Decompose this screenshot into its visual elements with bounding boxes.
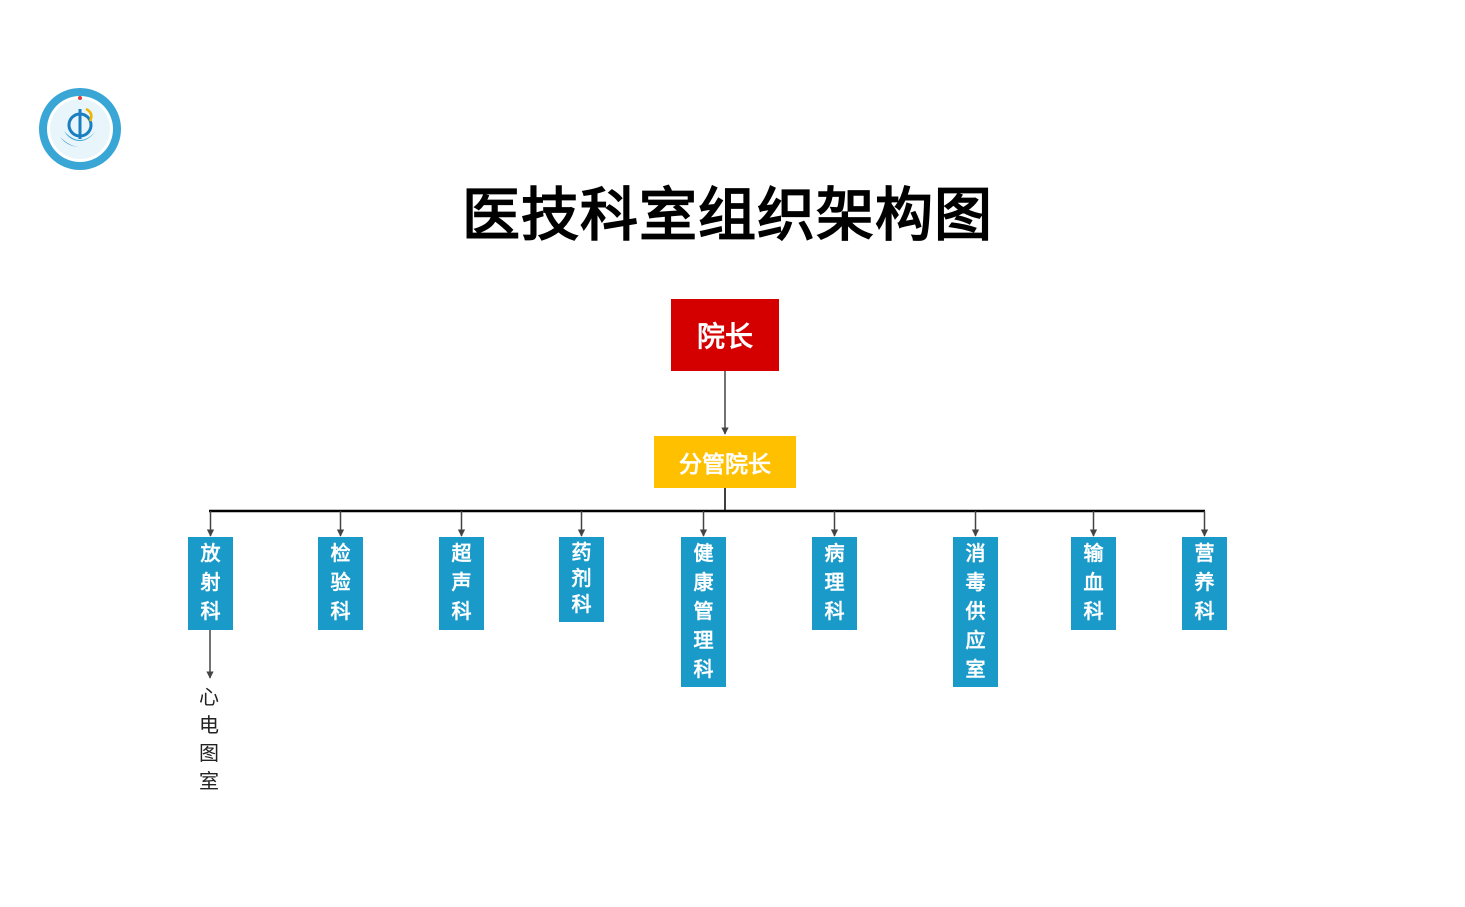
- department-label-char: 输: [1083, 541, 1104, 565]
- department-label-char: 理: [693, 628, 714, 652]
- department-label-char: 消: [965, 541, 986, 565]
- sub-unit-label-char: 心: [199, 685, 219, 709]
- department-label-char: 科: [571, 592, 592, 616]
- vice-director-box: 分管院长: [654, 436, 796, 488]
- department-label-char: 养: [1194, 570, 1215, 594]
- director-label: 院长: [696, 320, 753, 353]
- department-label-char: 声: [451, 570, 472, 594]
- department-label-char: 血: [1083, 570, 1104, 594]
- department-label-char: 室: [965, 657, 986, 681]
- department-label-char: 科: [693, 657, 714, 681]
- department-label-char: 供: [965, 599, 986, 623]
- department-label-char: 营: [1194, 541, 1215, 565]
- department-label-char: 科: [330, 599, 351, 623]
- department-label-char: 毒: [965, 570, 986, 594]
- department-box: 药剂科: [559, 537, 604, 622]
- sub-unit-label-char: 图: [199, 741, 219, 765]
- department-label-char: 康: [693, 570, 714, 594]
- department-label-char: 理: [824, 570, 845, 594]
- sub-unit-label-char: 电: [199, 713, 219, 737]
- sub-unit-label-char: 室: [199, 769, 219, 793]
- department-label-char: 科: [451, 599, 472, 623]
- vice-director-label: 分管院长: [679, 452, 771, 478]
- department-label-char: 超: [451, 541, 472, 565]
- department-label-char: 放: [200, 541, 221, 565]
- department-box: 输血科: [1071, 537, 1116, 630]
- department-label-char: 健: [693, 541, 714, 565]
- department-box: 放射科: [188, 537, 233, 630]
- department-label-char: 射: [200, 570, 221, 594]
- department-label-char: 验: [330, 570, 351, 594]
- director-box: 院长: [671, 299, 779, 371]
- department-label-char: 科: [824, 599, 845, 623]
- department-box: 病理科: [812, 537, 857, 630]
- department-box: 消毒供应室: [953, 537, 998, 687]
- department-label-char: 检: [330, 541, 351, 565]
- department-label-char: 应: [965, 628, 986, 652]
- department-label-char: 剂: [571, 566, 592, 590]
- department-box: 营养科: [1182, 537, 1227, 630]
- department-label-char: 病: [824, 541, 845, 565]
- sub-unit-label: 心电图室: [196, 683, 222, 795]
- department-box: 检验科: [318, 537, 363, 630]
- department-label-char: 科: [1194, 599, 1215, 623]
- department-label-char: 科: [1083, 599, 1104, 623]
- department-box: 超声科: [439, 537, 484, 630]
- department-label-char: 科: [200, 599, 221, 623]
- hospital-logo-icon: [39, 88, 121, 170]
- page-title: 医技科室组织架构图: [461, 181, 993, 249]
- department-box: 健康管理科: [681, 537, 726, 687]
- department-label-char: 管: [693, 599, 714, 623]
- department-label-char: 药: [571, 540, 592, 564]
